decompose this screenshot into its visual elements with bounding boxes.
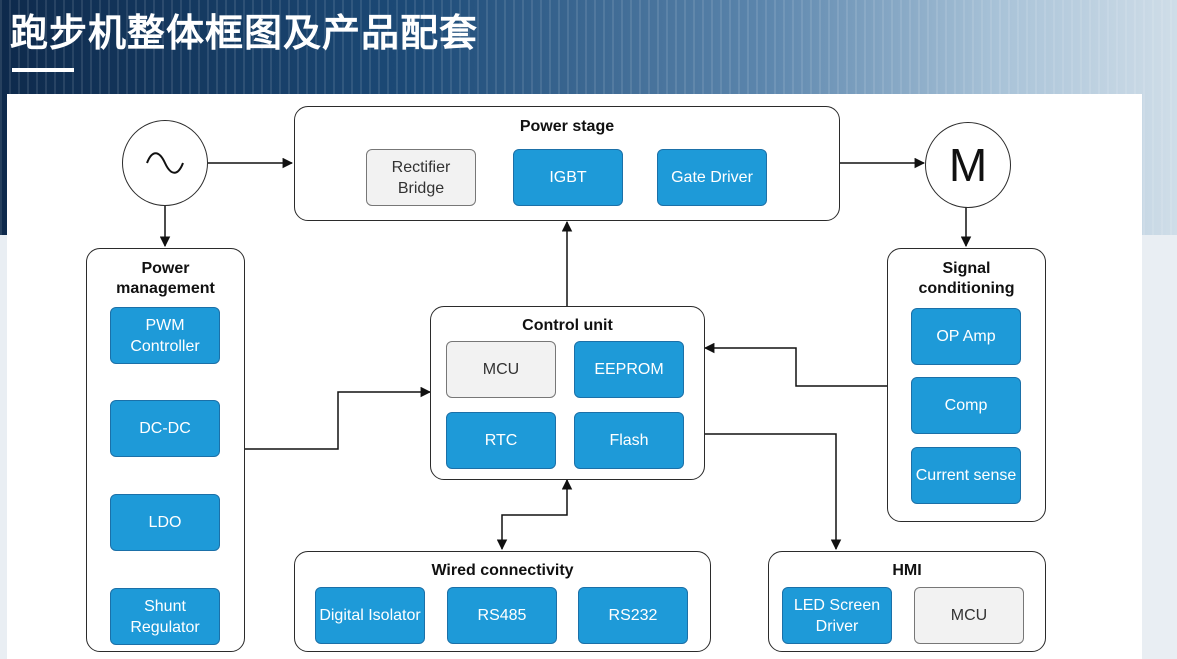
rectifier-bridge-chip: Rectifier Bridge <box>366 149 476 206</box>
wired-connectivity-title: Wired connectivity <box>431 562 574 579</box>
page-title: 跑步机整体框图及产品配套 <box>10 11 479 55</box>
led-screen-driver-chip: LED Screen Driver <box>782 587 892 644</box>
op-amp-chip: OP Amp <box>911 308 1021 365</box>
wired-connectivity-group: Wired connectivity Digital Isolator RS48… <box>294 551 711 652</box>
control-unit-title: Control unit <box>522 317 613 334</box>
control-unit-group: Control unit MCU EEPROM RTC Flash <box>430 306 705 480</box>
shunt-regulator-chip: Shunt Regulator <box>110 588 220 645</box>
flash-chip: Flash <box>574 412 684 469</box>
igbt-chip: IGBT <box>513 149 623 206</box>
current-sense-chip: Current sense <box>911 447 1021 504</box>
pwm-controller-chip: PWM Controller <box>110 307 220 364</box>
rs485-chip: RS485 <box>447 587 557 644</box>
hmi-title: HMI <box>892 562 922 579</box>
comparator-chip: Comp <box>911 377 1021 434</box>
hmi-mcu-chip: MCU <box>914 587 1024 644</box>
control-mcu-chip: MCU <box>446 341 556 398</box>
power-management-group: Power management PWM Controller DC-DC LD… <box>86 248 245 652</box>
power-management-title: Power management <box>116 260 215 297</box>
eeprom-chip: EEPROM <box>574 341 684 398</box>
power-stage-group: Power stage Rectifier Bridge IGBT Gate D… <box>294 106 840 221</box>
power-stage-title: Power stage <box>519 118 615 135</box>
motor: M <box>925 122 1011 208</box>
dc-dc-chip: DC-DC <box>110 400 220 457</box>
digital-isolator-chip: Digital Isolator <box>315 587 425 644</box>
gate-driver-chip: Gate Driver <box>657 149 767 206</box>
signal-conditioning-group: Signal conditioning OP Amp Comp Current … <box>887 248 1046 522</box>
ac-sine-icon <box>146 152 184 174</box>
hmi-group: HMI LED Screen Driver MCU <box>768 551 1046 652</box>
rtc-chip: RTC <box>446 412 556 469</box>
ac-source <box>122 120 208 206</box>
title-underline <box>12 68 74 72</box>
ldo-chip: LDO <box>110 494 220 551</box>
rs232-chip: RS232 <box>578 587 688 644</box>
signal-conditioning-title: Signal conditioning <box>918 260 1015 297</box>
motor-label: M <box>948 139 988 191</box>
